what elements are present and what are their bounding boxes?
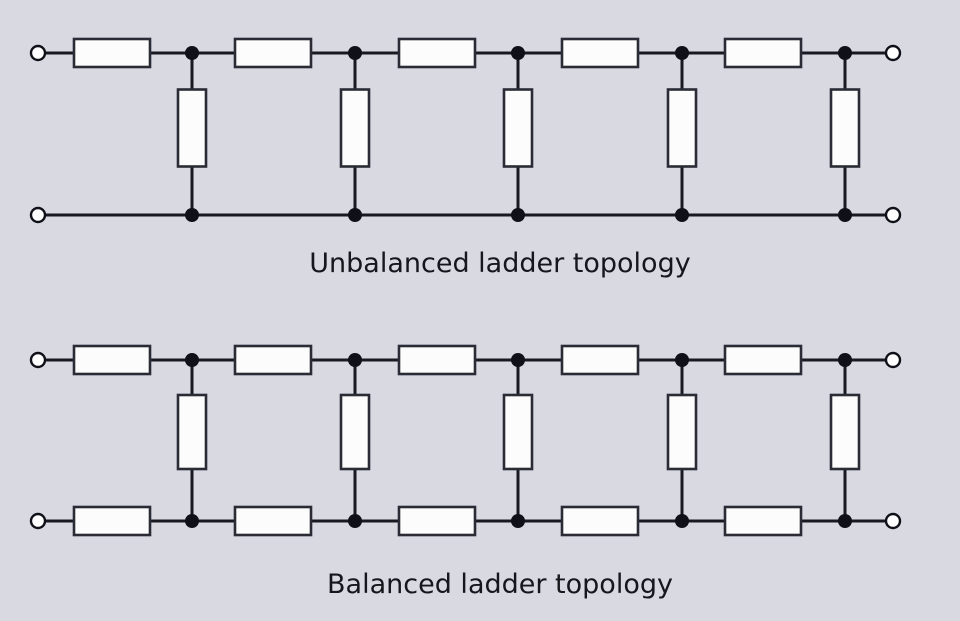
junction-node-top <box>511 46 525 60</box>
junction-node-bottom <box>348 514 362 528</box>
series-resistor-top[interactable] <box>723 37 803 69</box>
series-resistor-top[interactable] <box>233 344 313 376</box>
junction-node-bottom <box>348 208 362 222</box>
series-resistor-bottom[interactable] <box>397 505 477 537</box>
caption-balanced-ladder: Balanced ladder topology <box>327 569 673 600</box>
terminal-output-bottom[interactable] <box>884 206 902 224</box>
junction-node-bottom <box>511 514 525 528</box>
junction-node-top <box>348 353 362 367</box>
series-resistor-top[interactable] <box>233 37 313 69</box>
circuit-balanced-ladder <box>29 344 902 537</box>
junction-node-top <box>675 353 689 367</box>
junction-node-top <box>348 46 362 60</box>
shunt-resistor[interactable] <box>176 88 208 168</box>
shunt-resistor[interactable] <box>666 393 698 471</box>
junction-node-bottom <box>185 514 199 528</box>
series-resistor-top[interactable] <box>72 37 152 69</box>
circuit-unbalanced-ladder <box>29 37 902 224</box>
terminal-input-top[interactable] <box>29 44 47 62</box>
shunt-resistor[interactable] <box>502 88 534 168</box>
terminal-output-bottom[interactable] <box>884 512 902 530</box>
series-resistor-bottom[interactable] <box>233 505 313 537</box>
series-resistor-bottom[interactable] <box>723 505 803 537</box>
shunt-resistor[interactable] <box>176 393 208 471</box>
terminal-input-bottom[interactable] <box>29 512 47 530</box>
series-resistor-top[interactable] <box>560 344 640 376</box>
shunt-resistor[interactable] <box>502 393 534 471</box>
series-resistor-top[interactable] <box>723 344 803 376</box>
shunt-resistor[interactable] <box>829 393 861 471</box>
series-resistor-top[interactable] <box>560 37 640 69</box>
shunt-resistor[interactable] <box>339 393 371 471</box>
junction-node-top <box>838 353 852 367</box>
junction-node-top <box>185 46 199 60</box>
junction-node-top <box>675 46 689 60</box>
series-resistor-top[interactable] <box>397 344 477 376</box>
junction-node-top <box>185 353 199 367</box>
terminal-output-top[interactable] <box>884 351 902 369</box>
caption-unbalanced-ladder: Unbalanced ladder topology <box>309 248 690 279</box>
junction-node-bottom <box>675 208 689 222</box>
series-resistor-top[interactable] <box>72 344 152 376</box>
junction-node-bottom <box>838 514 852 528</box>
circuits-layer <box>29 37 902 537</box>
junction-node-top <box>511 353 525 367</box>
shunt-resistor[interactable] <box>829 88 861 168</box>
junction-node-bottom <box>185 208 199 222</box>
shunt-resistor[interactable] <box>666 88 698 168</box>
series-resistor-bottom[interactable] <box>560 505 640 537</box>
junction-node-bottom <box>511 208 525 222</box>
junction-node-top <box>838 46 852 60</box>
shunt-resistor[interactable] <box>339 88 371 168</box>
junction-node-bottom <box>838 208 852 222</box>
junction-node-bottom <box>675 514 689 528</box>
series-resistor-bottom[interactable] <box>72 505 152 537</box>
terminal-output-top[interactable] <box>884 44 902 62</box>
terminal-input-bottom[interactable] <box>29 206 47 224</box>
series-resistor-top[interactable] <box>397 37 477 69</box>
terminal-input-top[interactable] <box>29 351 47 369</box>
